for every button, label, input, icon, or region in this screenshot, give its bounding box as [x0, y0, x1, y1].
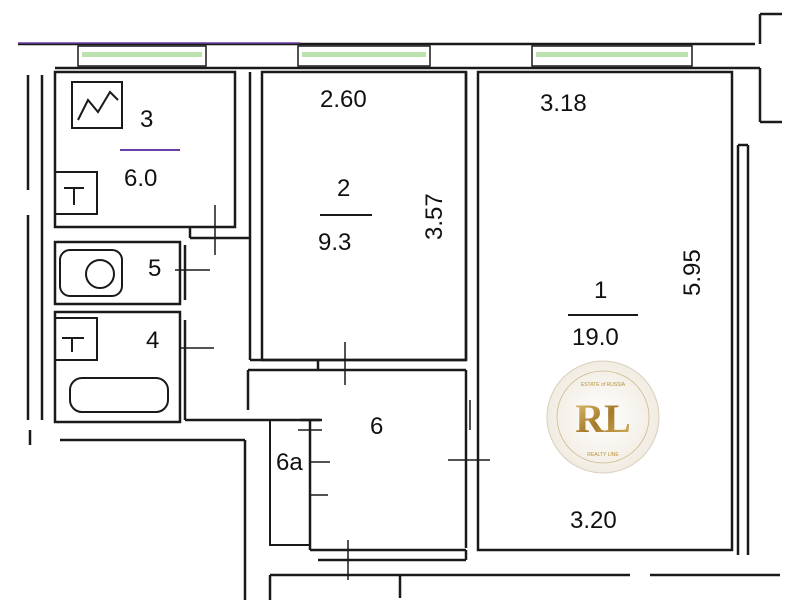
room-5-number: 5 — [148, 255, 161, 282]
outer-walls — [18, 12, 782, 600]
dim-room1-right: 5.95 — [679, 249, 706, 296]
room-4-number: 4 — [146, 327, 159, 354]
bathtub-icon — [69, 377, 169, 413]
room-6a — [269, 419, 330, 546]
room-1-area: 19.0 — [572, 324, 619, 351]
room-2 — [248, 70, 468, 385]
realty-line-logo: RL ESTATE of RUSSIA REALTY LINE — [546, 360, 660, 474]
room-6-number: 6 — [370, 413, 383, 440]
room-4 — [53, 310, 214, 424]
logo-bottom-text: REALTY LINE — [587, 452, 619, 458]
logo-top-text: ESTATE of RUSSIA — [581, 382, 626, 388]
windows — [18, 42, 693, 67]
dim-room1-bottom: 3.20 — [570, 507, 617, 534]
room-6 — [185, 370, 468, 580]
room-3 — [53, 70, 250, 255]
toilet-icon — [85, 259, 115, 289]
window-room-3 — [77, 45, 207, 67]
room-6a-number: 6a — [276, 449, 303, 476]
window-room-1 — [531, 45, 693, 67]
room-2-area: 9.3 — [318, 229, 351, 256]
window-room-2 — [297, 45, 431, 67]
room-1-number: 1 — [594, 277, 607, 304]
dim-room2-top: 2.60 — [320, 86, 367, 113]
dim-room1-top: 3.18 — [540, 90, 587, 117]
dim-room2-right: 3.57 — [421, 193, 448, 240]
room-2-number: 2 — [337, 175, 350, 202]
sink-icon — [54, 171, 98, 215]
room-3-area: 6.0 — [124, 165, 157, 192]
area-underlines — [320, 214, 638, 316]
boiler-icon — [71, 81, 123, 129]
room-1 — [448, 70, 734, 552]
logo-letters: RL — [575, 396, 631, 441]
room-5 — [53, 240, 210, 306]
room-3-number: 3 — [140, 106, 153, 133]
